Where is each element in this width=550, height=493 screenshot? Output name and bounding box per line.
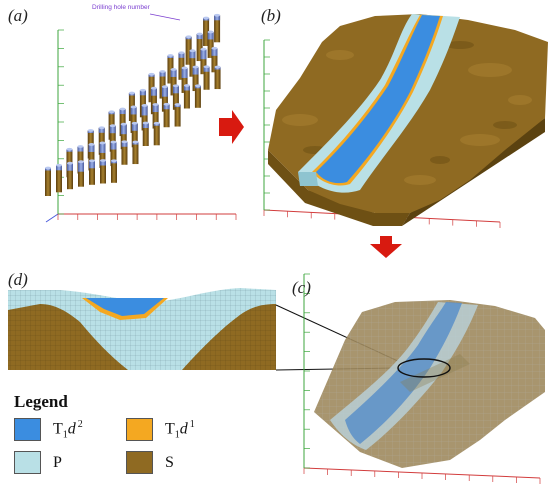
legend-label: T1d 1 bbox=[165, 418, 195, 441]
drill-hole bbox=[45, 166, 51, 196]
legend-label: S bbox=[165, 453, 174, 471]
legend-grid: T1d 2 T1d 1 P S bbox=[14, 418, 254, 474]
drill-hole bbox=[203, 16, 210, 46]
panel-label-c: (c) bbox=[292, 278, 311, 297]
drill-hole bbox=[77, 145, 84, 174]
drill-hole bbox=[183, 84, 190, 109]
legend: Legend T1d 2 T1d 1 P S bbox=[14, 392, 254, 474]
panel-label-d: (d) bbox=[8, 270, 28, 289]
drill-hole bbox=[150, 86, 157, 115]
drill-hole bbox=[163, 102, 170, 128]
legend-title: Legend bbox=[14, 392, 68, 411]
drill-hole bbox=[88, 143, 95, 171]
drill-hole bbox=[142, 121, 149, 146]
drill-hole bbox=[130, 105, 137, 133]
drill-hole bbox=[119, 107, 126, 137]
drill-hole-cylinders bbox=[45, 13, 221, 196]
section-ellipse bbox=[397, 358, 451, 378]
drill-hole bbox=[67, 161, 73, 190]
panel-b-model bbox=[268, 14, 548, 226]
drill-hole bbox=[192, 65, 199, 92]
panel-c-axes bbox=[303, 273, 541, 484]
drill-hole bbox=[98, 126, 105, 155]
drill-hole bbox=[178, 51, 185, 80]
panel-a-axes bbox=[45, 29, 237, 223]
drill-hole bbox=[121, 140, 128, 165]
arrow-down bbox=[370, 236, 402, 258]
drill-hole bbox=[131, 121, 138, 148]
drill-hole bbox=[207, 30, 214, 58]
drill-hole bbox=[167, 54, 174, 84]
panel-label-a: (a) bbox=[8, 6, 28, 25]
panel-d-cross-section bbox=[8, 288, 276, 370]
panel-label-b: (b) bbox=[261, 6, 281, 25]
drill-hole bbox=[196, 32, 203, 62]
drill-hole bbox=[109, 124, 116, 152]
drill-hole bbox=[200, 47, 207, 75]
drill-hole bbox=[111, 159, 117, 183]
legend-swatch bbox=[14, 451, 41, 474]
drilling-hole-label: Drilling hole number bbox=[92, 4, 150, 11]
legend-swatch bbox=[14, 418, 41, 441]
panel-c-model bbox=[314, 300, 545, 468]
drill-hole bbox=[141, 104, 148, 131]
drill-hole bbox=[153, 121, 160, 146]
drill-hole bbox=[161, 85, 168, 112]
drill-hole bbox=[120, 122, 127, 150]
drill-hole bbox=[89, 159, 95, 185]
drill-hole bbox=[100, 159, 106, 184]
drill-hole bbox=[174, 103, 181, 127]
legend-swatch bbox=[126, 418, 153, 441]
legend-item: S bbox=[126, 451, 238, 474]
legend-item: P bbox=[14, 451, 126, 474]
drill-hole bbox=[194, 84, 201, 108]
drill-hole bbox=[99, 141, 106, 168]
drill-hole bbox=[78, 160, 84, 187]
drill-hole bbox=[181, 66, 188, 93]
drill-hole bbox=[214, 65, 221, 90]
drill-hole bbox=[139, 88, 146, 118]
legend-swatch bbox=[126, 451, 153, 474]
drill-hole bbox=[189, 49, 196, 77]
legend-item: T1d 1 bbox=[126, 418, 238, 441]
drill-hole bbox=[132, 140, 139, 165]
arrow-right bbox=[219, 110, 244, 144]
legend-item: T1d 2 bbox=[14, 418, 126, 441]
legend-label: P bbox=[53, 453, 62, 471]
legend-label: T1d 2 bbox=[53, 418, 83, 441]
drill-hole bbox=[203, 65, 210, 90]
drill-hole bbox=[56, 163, 62, 193]
drill-hole bbox=[185, 35, 192, 65]
drill-hole bbox=[214, 13, 221, 43]
drill-hole bbox=[170, 68, 177, 96]
drill-hole bbox=[211, 46, 218, 73]
drill-hole bbox=[110, 140, 117, 167]
drill-hole bbox=[172, 84, 179, 110]
drilling-hole-pointer bbox=[149, 13, 181, 21]
drill-hole bbox=[159, 70, 166, 99]
drill-hole bbox=[152, 103, 159, 129]
